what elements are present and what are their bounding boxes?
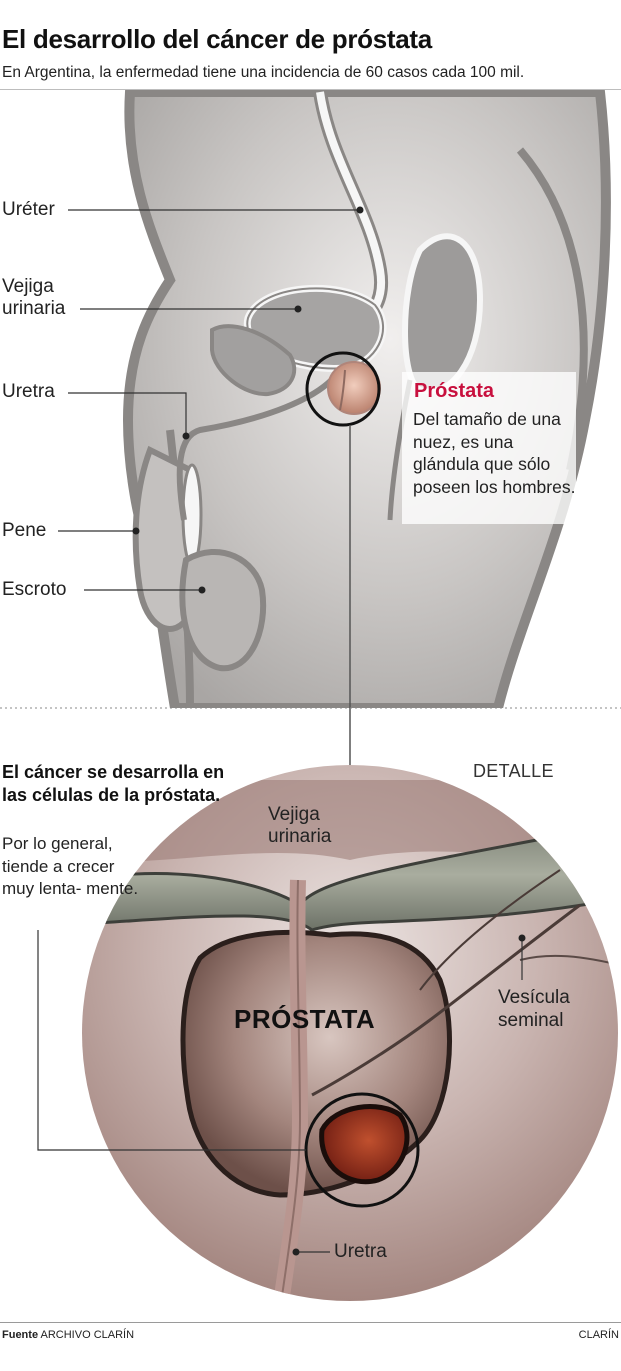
label-vejiga-2: urinaria bbox=[2, 298, 66, 319]
label-vejiga-1: Vejiga bbox=[2, 276, 54, 297]
detail-tag: DETALLE bbox=[473, 761, 554, 781]
detail-label-uretra: Uretra bbox=[334, 1241, 387, 1262]
detail-label-vesicula-1: Vesícula bbox=[498, 987, 570, 1008]
label-escroto: Escroto bbox=[2, 579, 67, 600]
source-line: Fuente ARCHIVO CLARÍN bbox=[2, 1329, 134, 1341]
page-title: El desarrollo del cáncer de próstata bbox=[2, 24, 432, 54]
detail-label-vejiga-1: Vejiga bbox=[268, 804, 320, 825]
header-divider bbox=[0, 89, 621, 90]
footer-divider bbox=[0, 1322, 621, 1323]
page-subtitle: En Argentina, la enfermedad tiene una in… bbox=[2, 64, 525, 81]
prostate-callout-title: Próstata bbox=[414, 380, 495, 402]
label-pene: Pene bbox=[2, 520, 47, 541]
detail-heading: El cáncer se desarrolla en las células d… bbox=[2, 762, 225, 805]
detail-label-vesicula-2: seminal bbox=[498, 1010, 564, 1031]
detail-label-vejiga-2: urinaria bbox=[268, 826, 332, 847]
brand-credit: CLARÍN bbox=[578, 1329, 619, 1341]
prostate-callout-text: Del tamaño de una nuez, es una glándula … bbox=[413, 409, 576, 497]
label-uretra: Uretra bbox=[2, 381, 55, 402]
source-value: ARCHIVO CLARÍN bbox=[40, 1329, 135, 1341]
prostate-callout-box bbox=[402, 372, 576, 524]
source-label: Fuente bbox=[2, 1329, 39, 1341]
detail-organ-label: PRÓSTATA bbox=[234, 1004, 376, 1034]
label-ureter: Uréter bbox=[2, 199, 55, 220]
detail-description: Por lo general, tiende a crecer muy lent… bbox=[2, 834, 139, 898]
